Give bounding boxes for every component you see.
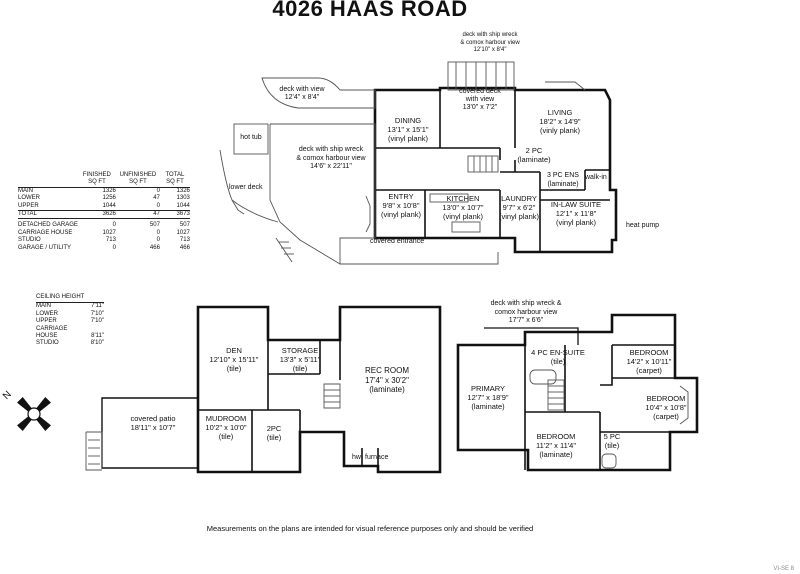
room-5pc: 5 PC(tile) [603,432,621,450]
room-heat-pump: heat pump [626,222,660,229]
room-deck-main: deck with ship wreck & comox harbour vie… [296,146,366,170]
room-furnace: furnace [365,454,389,461]
room-covered-entrance: covered entrance [370,238,425,245]
room-4pc-ensuite: 4 PC EN-SUITE(tile) [531,348,585,366]
ceiling-height-title: CEILING HEIGHT [36,294,85,300]
room-hw: hw [352,454,361,461]
room-2pc-lower: 2PC(tile) [266,424,282,442]
lower-floor-outline [196,305,442,474]
page-title: 4026 HAAS ROAD [272,0,468,21]
room-hot-tub: hot tub [240,134,262,141]
watermark: VI-SE 8 [773,566,794,572]
disclaimer-text: Measurements on the plans are intended f… [206,524,534,533]
compass-icon [17,397,51,431]
room-walk-in: walk-in [585,174,607,181]
main-floor-outline [373,86,618,254]
room-3pc-ensuite: 3 PC ENS(laminate) [547,172,579,188]
room-lower-deck: lower deck [229,184,263,191]
room-2pc-main: 2 PC(laminate) [517,146,551,164]
room-deck-upper: deck with ship wreck & comox harbour vie… [490,300,562,324]
room-deck-top: deck with ship wreck & comox harbour vie… [460,32,520,53]
upper-floor-outline [456,313,699,472]
